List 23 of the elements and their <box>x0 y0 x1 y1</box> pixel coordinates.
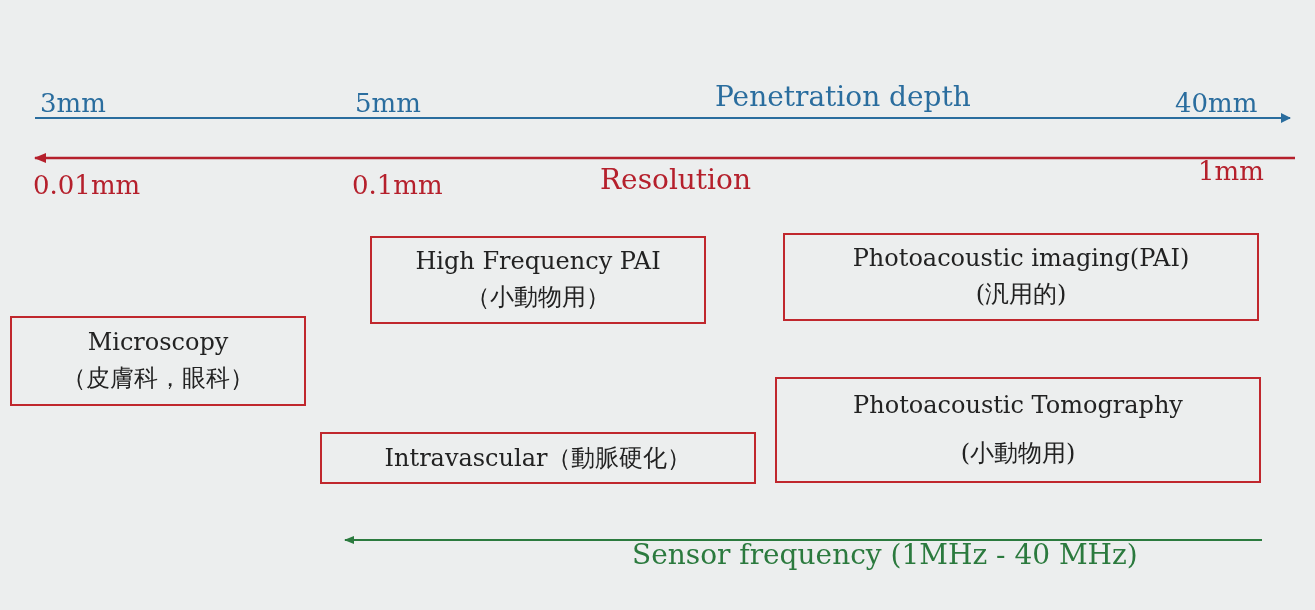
box-title: Photoacoustic Tomography <box>853 391 1183 419</box>
category-box <box>783 233 1259 321</box>
axis-title: Sensor frequency (1MHz - 40 MHz) <box>632 538 1138 571</box>
box-title: High Frequency PAI <box>415 247 661 275</box>
category-box <box>775 377 1261 483</box>
scale-value: 5mm <box>355 88 421 118</box>
box-subtitle: （小動物用） <box>466 282 610 313</box>
box-title: Photoacoustic imaging(PAI) <box>852 244 1190 272</box>
scale-value: 3mm <box>40 88 106 118</box>
category-box <box>10 316 306 406</box>
category-box <box>370 236 706 324</box>
box-title: Microscopy <box>87 328 229 356</box>
category-box <box>320 432 756 484</box>
axis-title: Resolution <box>600 163 751 196</box>
scale-value: 0.01mm <box>33 170 141 200</box>
box-subtitle: （皮膚科，眼科） <box>62 363 254 394</box>
box-subtitle: (小動物用) <box>960 438 1076 469</box>
axis-title: Penetration depth <box>715 80 971 113</box>
scale-value: 40mm <box>1175 88 1258 118</box>
box-title: Intravascular（動脈硬化） <box>384 443 692 474</box>
box-subtitle: (汎用的) <box>975 279 1067 310</box>
scale-value: 1mm <box>1198 156 1264 186</box>
scale-value: 0.1mm <box>352 170 443 200</box>
